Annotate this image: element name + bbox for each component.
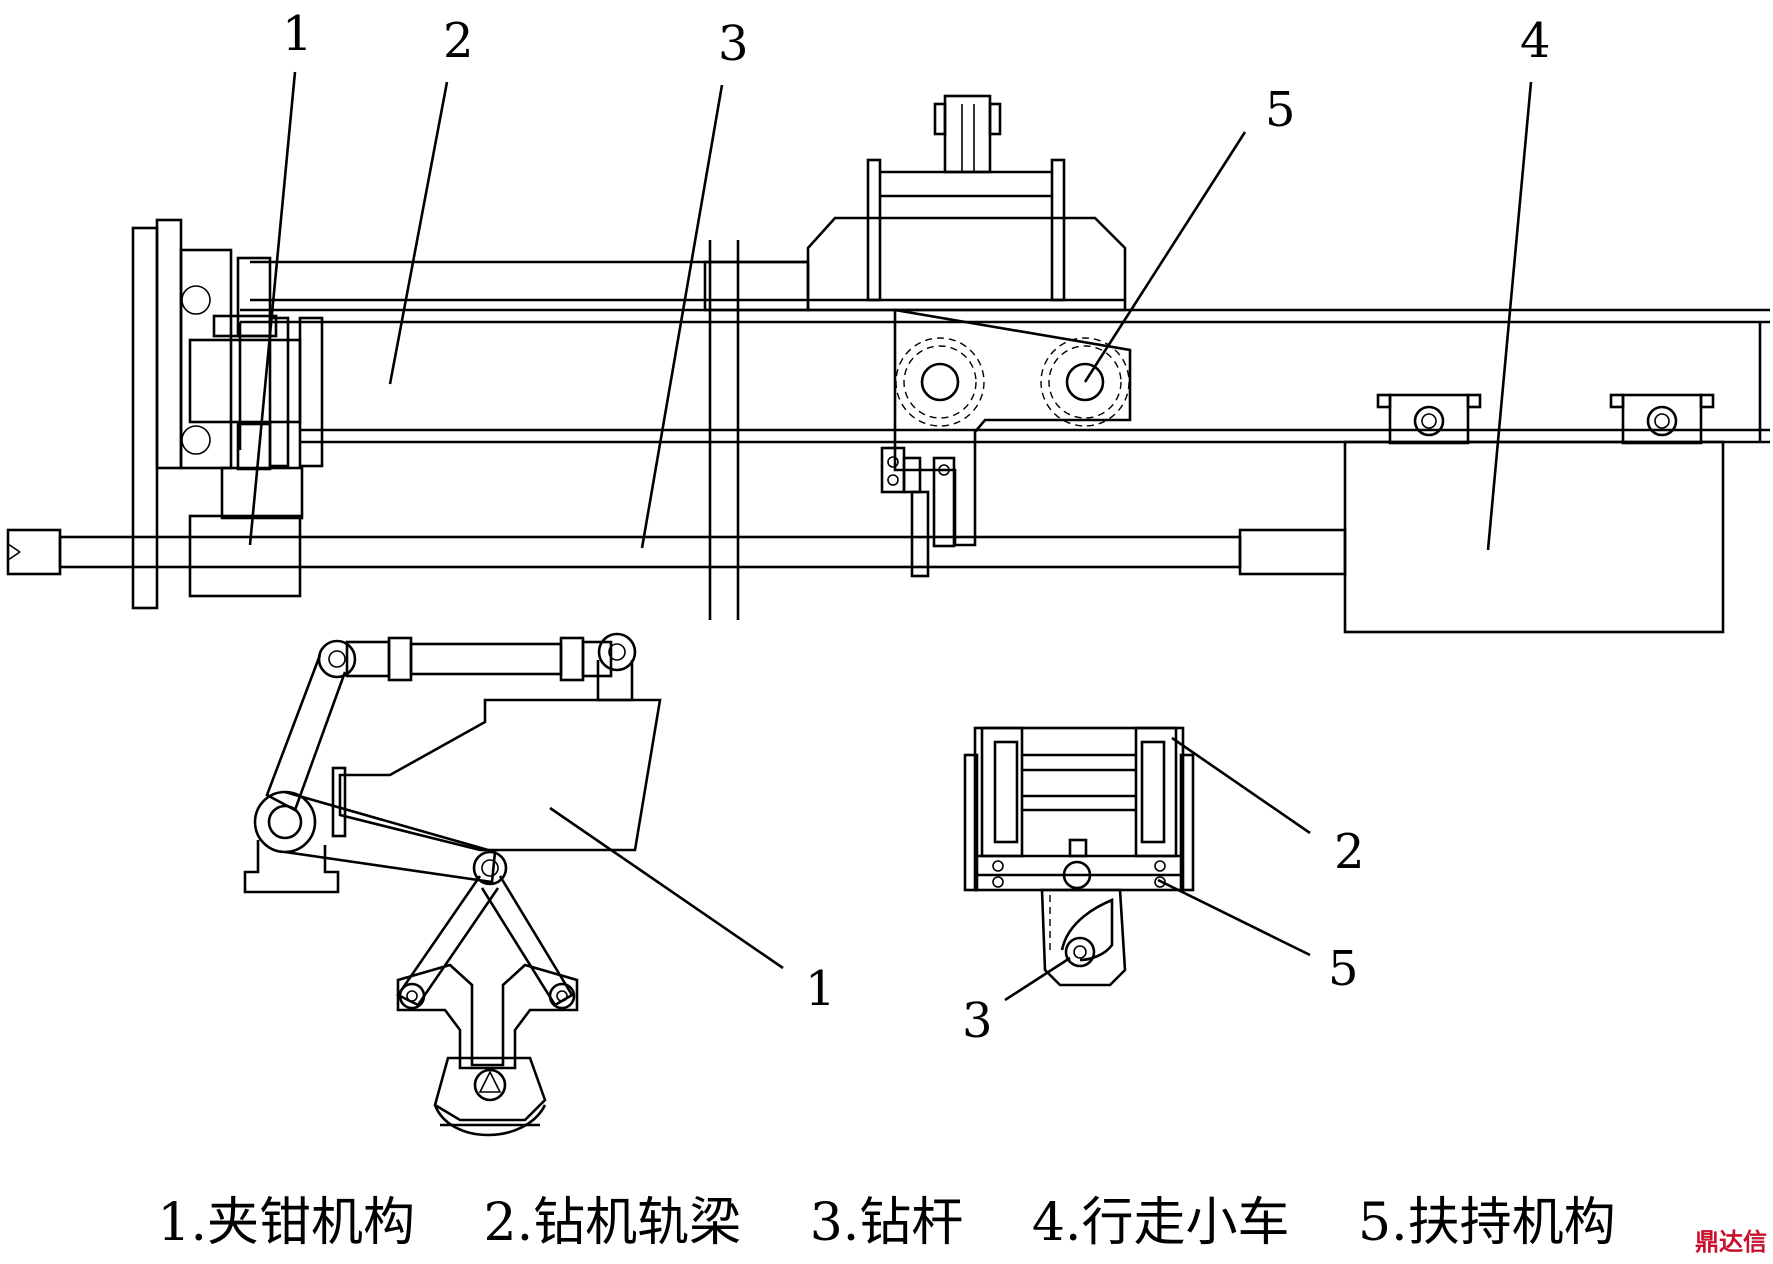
top-leaders — [248, 71, 1533, 551]
callout-5-section: 5 — [1328, 941, 1359, 997]
caption-item-4: 4.行走小车 — [1031, 1193, 1290, 1253]
caption-item-2: 2.钻机轨梁 — [483, 1193, 742, 1253]
figure-caption: 1.夹钳机构 2.钻机轨梁 3.钻杆 4.行走小车 5.扶持机构 — [0, 1180, 1773, 1255]
callout-1-top: 1 — [282, 6, 313, 62]
drill-assembly-side-view: 1 2 3 4 5 — [6, 6, 1770, 634]
caption-item-5: 5.扶持机构 — [1358, 1193, 1616, 1253]
clamp-mechanism-view: 1 — [243, 632, 836, 1137]
upper-frame — [250, 260, 810, 312]
drill-rod — [6, 528, 1347, 576]
holding-plate — [880, 308, 1132, 578]
callout-5-top: 5 — [1265, 82, 1296, 138]
left-end-unit — [131, 218, 324, 610]
caption-item-1: 1.夹钳机构 — [157, 1193, 415, 1253]
top-carrier — [806, 94, 1127, 312]
callout-2-section: 2 — [1334, 824, 1365, 880]
traveling-trolley — [1343, 393, 1725, 634]
callout-4-top: 4 — [1520, 13, 1551, 69]
callout-1-clamp: 1 — [805, 961, 836, 1017]
break-lines — [708, 240, 740, 620]
watermark-logo: 鼎达信 — [1695, 1228, 1767, 1256]
caption-item-3: 3.钻杆 — [809, 1193, 964, 1253]
callout-3-top: 3 — [718, 16, 749, 72]
callout-2-top: 2 — [443, 13, 474, 69]
rail-beam — [238, 308, 1770, 450]
cross-section-view: 2 5 3 — [962, 726, 1365, 1049]
callout-3-section: 3 — [962, 993, 993, 1049]
